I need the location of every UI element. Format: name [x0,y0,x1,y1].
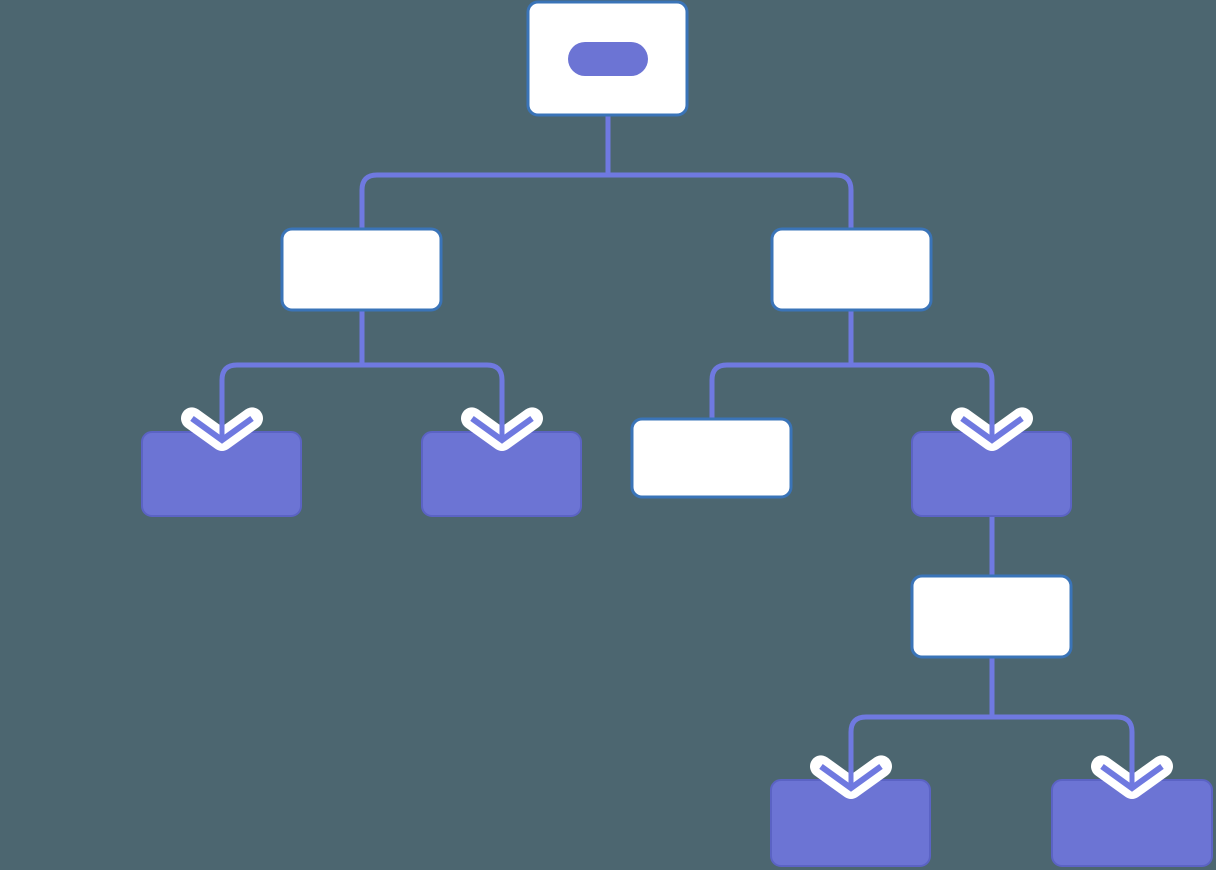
arrow-layer [181,398,1173,799]
node-branch-left[interactable] [280,227,443,312]
connector-edge-root-right [608,172,854,270]
node-badge-pill [568,42,648,76]
connector-edge-left-b [362,362,505,432]
connector-edge-mid-e [992,714,1135,780]
connector-edge-mid-d [848,714,992,780]
connector-edge-right-c [709,362,851,419]
node-root[interactable] [526,0,689,117]
node-leaf-c[interactable] [630,417,793,499]
node-branch-right[interactable] [770,227,933,312]
node-layer [141,0,1213,867]
connector-edge-left-a [219,362,362,432]
node-mid-deep[interactable] [910,574,1073,659]
node-card-mid-deep[interactable] [910,574,1073,659]
connector-edge-right-deep [851,362,995,432]
connector-edge-root-left [359,172,608,270]
node-card-leaf-c[interactable] [630,417,793,499]
node-card-branch-right[interactable] [770,227,933,312]
node-card-branch-left[interactable] [280,227,443,312]
